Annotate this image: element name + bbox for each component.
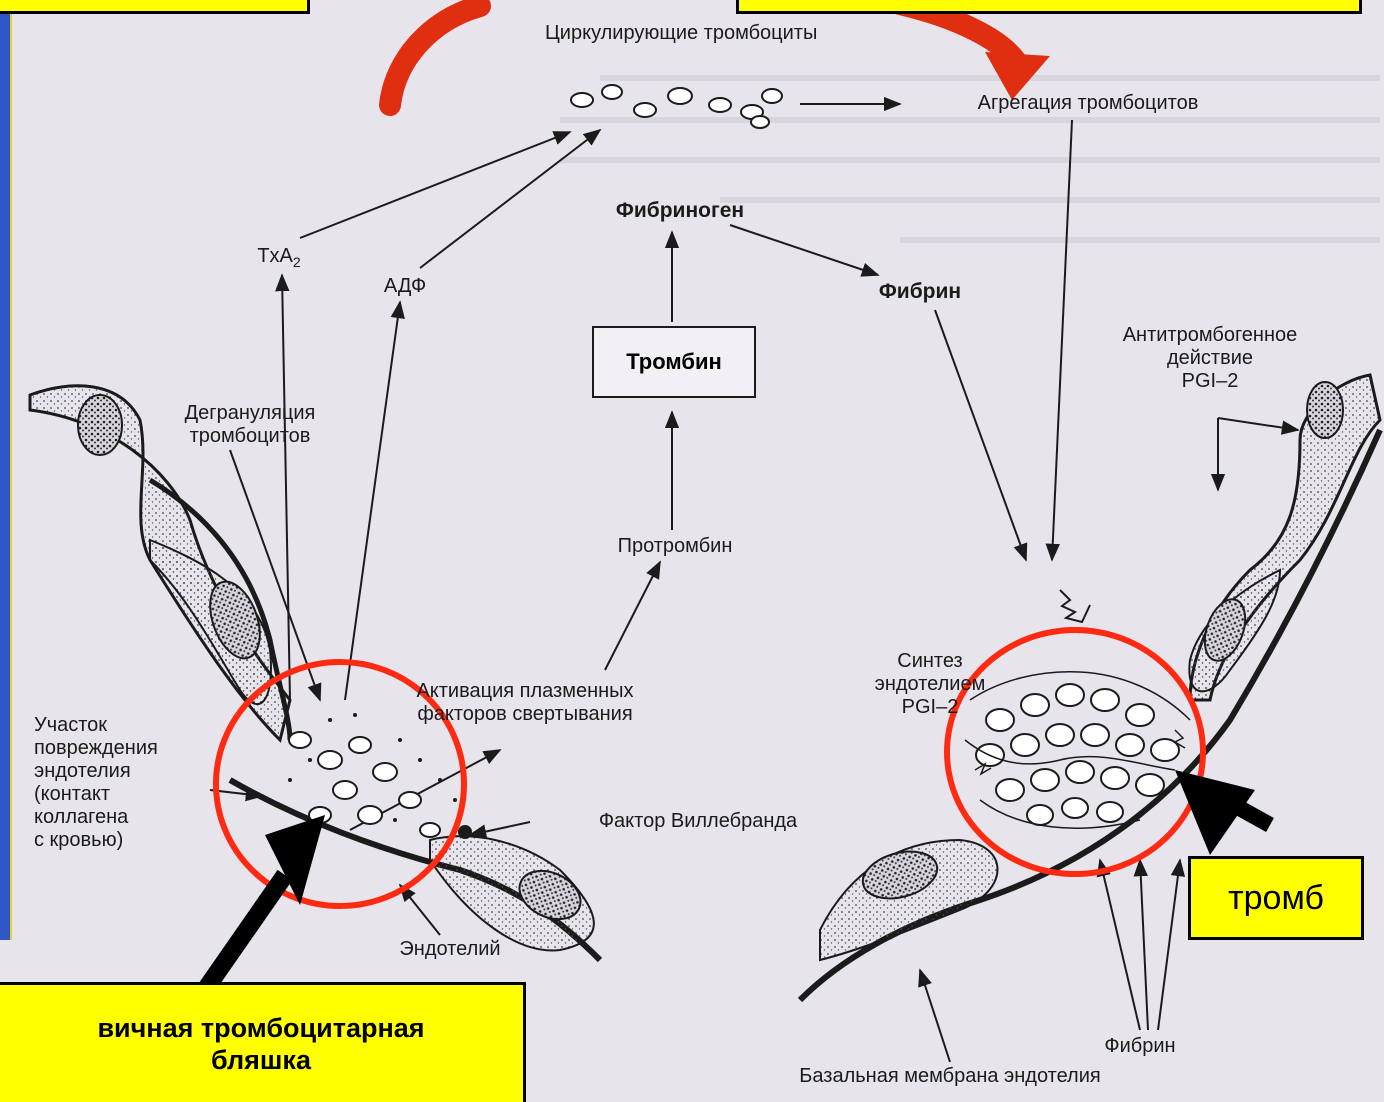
txa2-subscript: 2 (293, 254, 301, 270)
arrow-fibrin-thrombus (935, 310, 1026, 560)
callout-top-left (0, 0, 310, 14)
pgi2-zigzag (1060, 590, 1090, 622)
callout-thrombus: тромб (1188, 856, 1364, 940)
label-pgi2-synthesis: Синтез эндотелием PGI–2 (850, 650, 1010, 719)
label-adp: АДФ (365, 275, 445, 298)
label-basal-membrane: Базальная мембрана эндотелия (700, 1065, 1200, 1088)
callout-primary-plaque-text: вичная тромбоцитарная бляшка (97, 1012, 424, 1076)
arrow-fibrin-bottom-3 (1158, 860, 1180, 1030)
arrow-fibrin-bottom-1 (1100, 860, 1140, 1030)
label-antithrombogenic: Антитромбогенное действие PGI–2 (1060, 324, 1360, 393)
label-fibrinogen: Фибриноген (560, 199, 800, 222)
curved-arrow-left (390, 6, 480, 105)
label-von-willebrand: Фактор Виллебранда (528, 810, 868, 833)
arrow-basal (920, 970, 950, 1062)
label-damage-site: Участок повреждения эндотелия (контакт к… (34, 714, 234, 852)
label-fibrin-bottom: Фибрин (1075, 1035, 1205, 1058)
thrombin-box: Тромбин (592, 326, 756, 398)
label-plasma-factors: Активация плазменных факторов свертывани… (340, 680, 710, 726)
arrow-pgi-wall (1218, 418, 1298, 430)
label-degranulation: Дегрануляция тромбоцитов (130, 402, 370, 448)
left-vessel-wall (30, 386, 600, 960)
arrow-willebrand (470, 822, 530, 835)
label-endothelium: Эндотелий (360, 938, 540, 961)
pointer-arrow-left-shaft (205, 875, 285, 990)
arrow-degran-adp (345, 302, 400, 700)
label-circulating-platelets: Циркулирующие тромбоциты (545, 22, 805, 45)
label-thrombin: Тромбин (626, 349, 722, 375)
arrow-degran-txa2 (282, 275, 290, 700)
arrow-endothelium (400, 885, 440, 935)
label-prothrombin: Протромбин (560, 535, 790, 558)
callout-primary-plaque: вичная тромбоцитарная бляшка (0, 982, 526, 1102)
callout-top-right (736, 0, 1362, 14)
label-platelet-aggregation: Агрегация тромбоцитов (908, 92, 1268, 115)
arrow-fibrin-bottom-2 (1140, 860, 1148, 1030)
txa2-text: TxA (257, 245, 293, 267)
arrow-factors-prothrombin (605, 562, 660, 670)
label-fibrin: Фибрин (850, 280, 990, 303)
arrow-fibrinogen-fibrin (730, 225, 878, 275)
callout-thrombus-text: тромб (1228, 879, 1324, 917)
label-txa2: TxA2 (244, 245, 314, 274)
